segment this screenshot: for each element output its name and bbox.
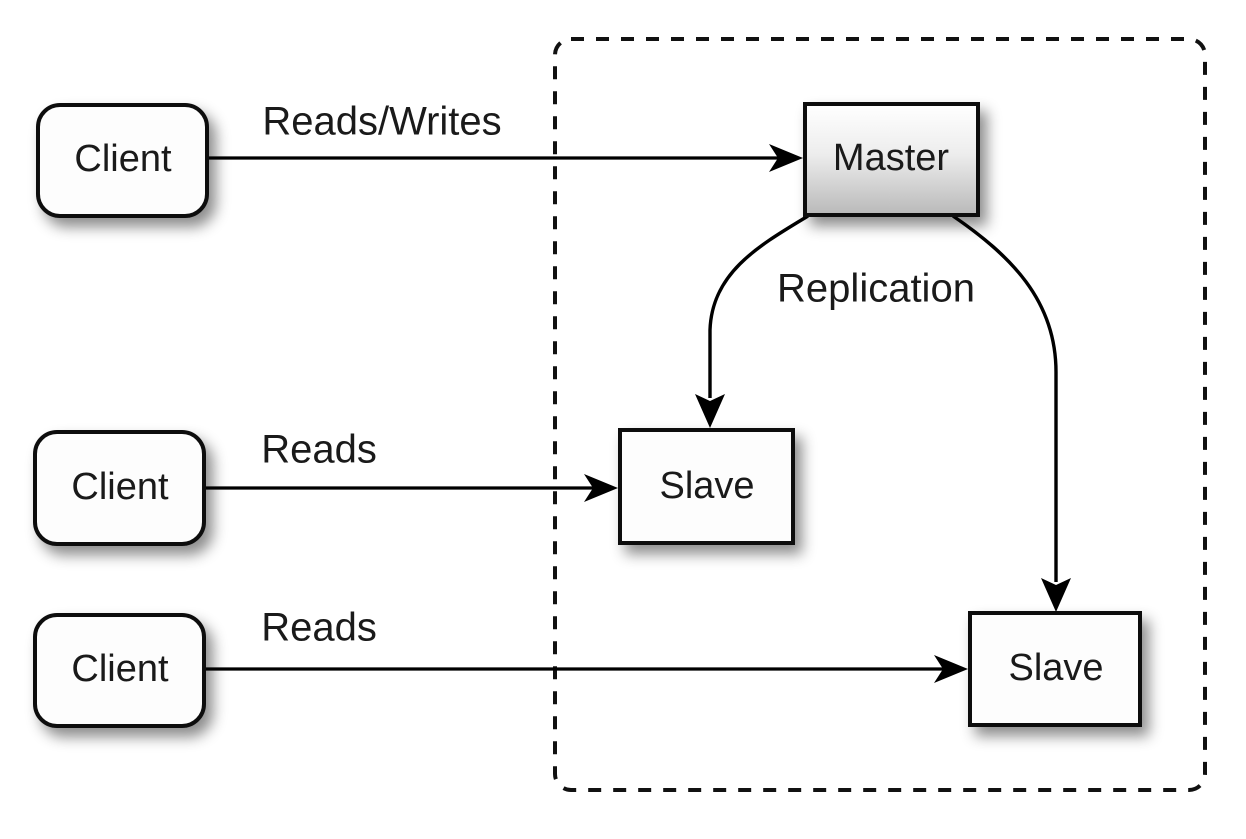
client-2-label: Client bbox=[71, 466, 169, 508]
edge-client1-master bbox=[207, 144, 803, 172]
client-3-box[interactable] bbox=[33, 613, 206, 728]
edge-client2-slave1 bbox=[204, 474, 618, 502]
edge-label-replication: Replication bbox=[777, 267, 975, 311]
slave-1-box[interactable] bbox=[618, 428, 795, 545]
edge-label-reads-lower: Reads bbox=[261, 606, 377, 650]
edge-master-slave1 bbox=[695, 214, 809, 428]
slave-1-label: Slave bbox=[659, 465, 754, 507]
client-1-label: Client bbox=[74, 138, 172, 180]
arrowhead-icon bbox=[695, 394, 725, 428]
edge-client3-slave2 bbox=[204, 655, 968, 683]
node-client-1[interactable]: Client bbox=[36, 103, 209, 218]
node-slave-2[interactable]: Slave bbox=[968, 611, 1142, 727]
arrowhead-icon bbox=[1041, 578, 1071, 612]
node-slave-1[interactable]: Slave bbox=[618, 428, 795, 545]
edge-label-reads-upper: Reads bbox=[261, 428, 377, 472]
client-2-box[interactable] bbox=[33, 430, 206, 546]
database-cluster-boundary bbox=[553, 37, 1207, 792]
edge-label-reads-writes: Reads/Writes bbox=[262, 100, 501, 144]
node-master[interactable]: Master bbox=[803, 102, 980, 217]
client-3-label: Client bbox=[71, 648, 169, 690]
edge-master-slave2 bbox=[952, 214, 1071, 612]
master-label: Master bbox=[833, 137, 949, 179]
node-client-2[interactable]: Client bbox=[33, 430, 206, 546]
slave-2-label: Slave bbox=[1008, 647, 1103, 689]
slave-2-box[interactable] bbox=[968, 611, 1142, 727]
node-client-3[interactable]: Client bbox=[33, 613, 206, 728]
master-box[interactable] bbox=[803, 102, 980, 217]
client-1-box[interactable] bbox=[36, 103, 209, 218]
